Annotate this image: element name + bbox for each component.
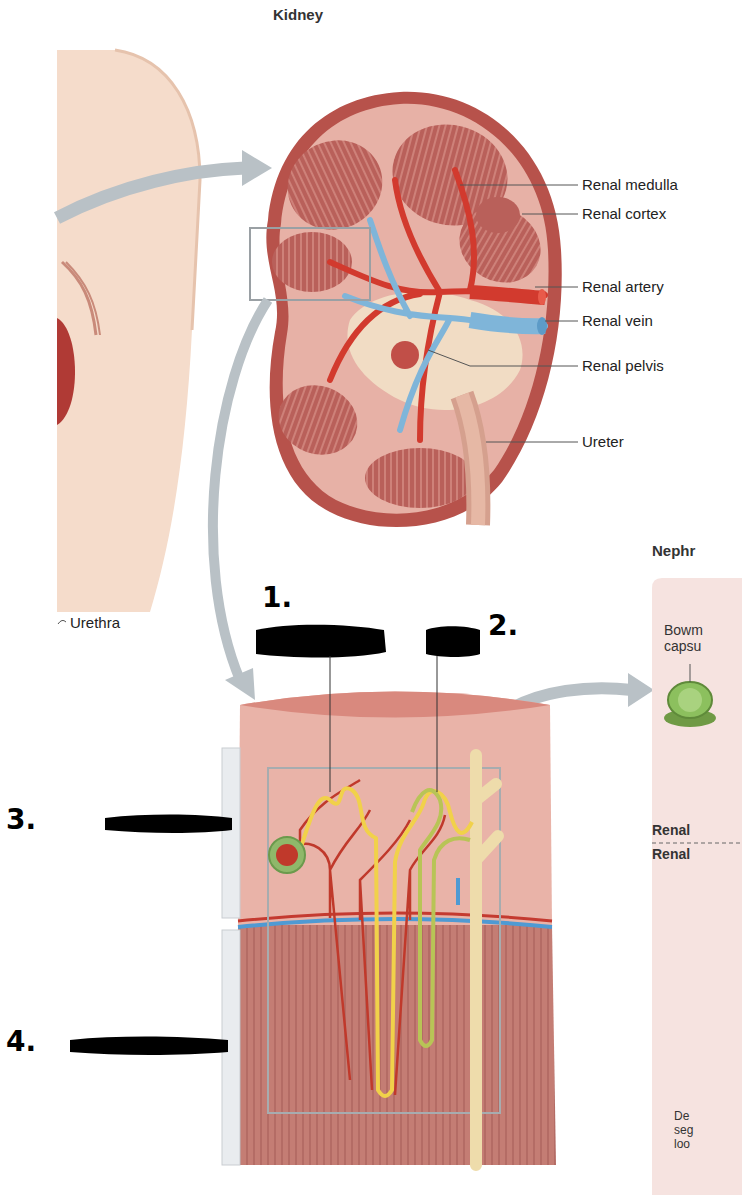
tissue-block-part (300, 788, 472, 1096)
boundary-line (652, 843, 742, 844)
body-silhouette-part (66, 262, 100, 335)
tissue-block-part (300, 780, 445, 1095)
leader-line (690, 664, 691, 682)
kidney-part (250, 228, 370, 300)
redaction-marks-part (437, 656, 438, 792)
zoom-arrow-part (213, 300, 268, 680)
tissue-block-part (268, 768, 500, 1113)
panel-fill (652, 578, 742, 1195)
tissue-block-part (236, 925, 556, 1165)
leader-lines (58, 185, 578, 624)
nephron-panel: NephrBowm capsuRenalRenalDe seg loo (652, 530, 742, 1195)
kidney-part (365, 448, 475, 508)
part-label: Renal cortex (582, 205, 666, 222)
redaction-marks-part (105, 815, 232, 833)
body-silhouette-part (57, 318, 75, 425)
kidney-part (269, 374, 367, 465)
leader-lines-part (460, 185, 578, 186)
leader-lines-part (535, 287, 578, 288)
kidney-part (470, 320, 545, 326)
leader-lines-part (522, 214, 578, 215)
capsule-icon-part (678, 688, 702, 712)
kidney-part (391, 341, 419, 369)
part-label: Ureter (582, 433, 624, 450)
tissue-block-part (476, 755, 498, 1165)
leader-lines-part (545, 321, 578, 322)
part-label: Renal vein (582, 312, 653, 329)
kidney-part (462, 395, 478, 525)
kidney-part (462, 395, 478, 525)
callout-number: 3. (6, 804, 36, 836)
capsule-icon (664, 664, 716, 727)
leader-lines-part (486, 442, 578, 443)
part-label: Bowm capsu (664, 622, 710, 654)
pointer-arrow-part (57, 168, 245, 218)
tissue-block (222, 692, 556, 1166)
panel-heading: Nephr (652, 542, 695, 559)
part-label: Renal medulla (582, 176, 678, 193)
redaction-marks-part (426, 626, 480, 657)
callout-number: 4. (6, 1026, 36, 1058)
tissue-block-part (276, 844, 298, 866)
kidney-part (272, 232, 352, 292)
pointer-arrow (57, 150, 272, 218)
tissue-block-part (412, 790, 470, 1046)
callout-number: 2. (488, 610, 518, 642)
tissue-block-part (269, 837, 305, 873)
leader-lines-part (58, 620, 66, 624)
pointer-arrow-part (242, 150, 272, 186)
tissue-block-part (456, 878, 460, 905)
redaction-marks-part (330, 656, 331, 792)
title-label: Kidney (273, 6, 323, 23)
tissue-block-part (240, 692, 550, 718)
kidney-part (476, 197, 520, 233)
callout-number: 1. (262, 582, 292, 614)
part-label: Renal pelvis (582, 357, 664, 374)
kidney-part (446, 193, 555, 297)
redaction-marks-part (70, 1037, 228, 1055)
body-silhouette-part (57, 50, 200, 612)
part-label: Renal artery (582, 278, 664, 295)
kidney-part (537, 317, 547, 335)
kidney-part (330, 170, 545, 440)
zoom-arrow-part (225, 668, 255, 700)
region-label: Renal (652, 846, 690, 862)
kidney (250, 92, 562, 527)
part-label: De seg loo (674, 1110, 700, 1151)
kidney-part (538, 289, 546, 305)
part-label: Urethra (70, 614, 120, 631)
kidney-part (470, 292, 545, 298)
redaction-marks (70, 625, 480, 1055)
redaction-marks-part (256, 625, 386, 658)
kidney-part (345, 220, 545, 430)
leader-lines-part (428, 350, 578, 366)
tissue-block-part (222, 748, 240, 918)
region-label: Renal (652, 822, 690, 838)
body-silhouette (57, 50, 200, 612)
kidney-part (266, 92, 561, 527)
zoom-arrow-part (628, 673, 654, 707)
capsule-icon-part (668, 682, 712, 718)
